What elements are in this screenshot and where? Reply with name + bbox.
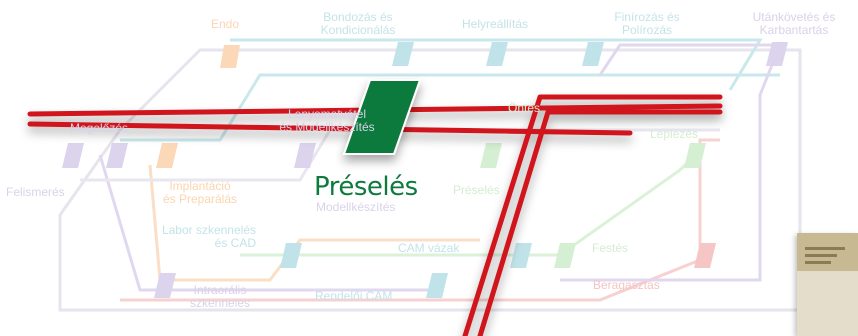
- station-festes: [554, 243, 576, 268]
- station-bondozas: [392, 42, 414, 66]
- label-bondozas: Bondozás és Kondicionálás: [320, 10, 396, 37]
- highlight-label: Préselés: [314, 172, 418, 202]
- book-cover-thumbnail: [797, 233, 858, 336]
- station-finirozas: [582, 42, 604, 66]
- book-title-line: [805, 261, 831, 264]
- station-utankovetes: [766, 42, 788, 66]
- station-leplezes: [684, 143, 706, 168]
- label-rendeloi-cam: Rendelői CAM: [315, 289, 393, 303]
- station-megelozes-1: [62, 143, 84, 168]
- book-title-line: [805, 254, 837, 257]
- track-pink: [120, 138, 720, 302]
- label-leplezes: Leplezés: [650, 127, 699, 141]
- label-helyreallitas: Helyreállítás: [462, 17, 529, 31]
- track-lav-right: [560, 43, 783, 282]
- label-cam-vazak: CAM vázak: [398, 241, 460, 255]
- book-cover-band: [797, 233, 858, 271]
- station-labor: [280, 243, 302, 268]
- label-utankovetes: Utánkövetés és Karbantartás: [752, 10, 836, 37]
- station-preseles-small: [480, 143, 502, 168]
- label-finirozas: Finírozás és Polírozás: [614, 10, 680, 37]
- label-intraoralis: Intraorális szkennelés: [189, 283, 251, 310]
- label-megelozes: Megelőzés: [70, 121, 129, 135]
- station-lenyomat: [294, 143, 316, 168]
- stations: [62, 42, 788, 298]
- red-line-corner-2: [477, 109, 723, 336]
- station-intraoralis: [154, 273, 176, 298]
- background-tracks: [58, 38, 802, 312]
- label-implantacio: Implantáció és Preparálás: [162, 179, 238, 206]
- track-lavender: [98, 154, 440, 292]
- station-cam-vazak: [510, 243, 532, 268]
- label-onto: Öntés: [508, 101, 541, 115]
- label-lenyomatvetel: Lenyomatvétel és Modellkészítés: [279, 107, 375, 134]
- red-line-corner: [462, 94, 723, 336]
- station-endo: [220, 45, 240, 68]
- station-preseles-highlight: [342, 79, 422, 155]
- label-festes: Festés: [592, 241, 629, 255]
- label-felismeres: Felismerés: [6, 185, 65, 199]
- label-modellkeszites: Modellkészítés: [316, 200, 396, 214]
- station-helyreallitas: [486, 42, 508, 66]
- label-beragasztas: Beragasztás: [593, 278, 660, 292]
- station-rendeloi-cam: [426, 273, 448, 298]
- track-teal-upper: [230, 38, 763, 91]
- label-preseles-small: Préselés: [453, 183, 500, 197]
- station-megelozes-2: [106, 143, 128, 168]
- book-title-line: [805, 247, 845, 250]
- station-implantacio: [156, 143, 178, 168]
- station-beragasztas: [694, 243, 716, 268]
- label-endo: Endo: [211, 17, 240, 31]
- track-peach: [148, 164, 480, 282]
- label-labor: Labor szkennelés és CAD: [161, 223, 256, 250]
- track-teal-top: [120, 73, 780, 142]
